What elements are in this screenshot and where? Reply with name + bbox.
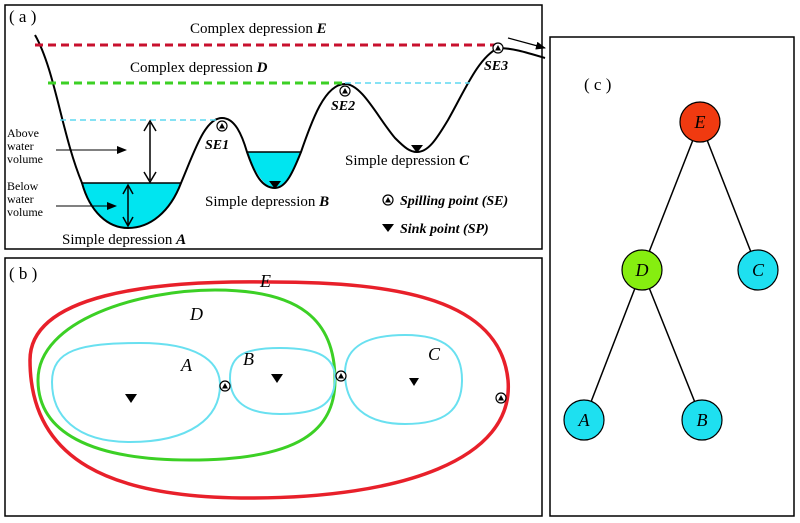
panel-c-label: ( c ) (584, 75, 611, 94)
tree-node-d-label: D (635, 260, 649, 280)
region-c-boundary (343, 333, 464, 426)
simple-depression-a-label: Simple depression A (62, 232, 186, 248)
edge-e-c (699, 121, 759, 271)
edge-e-d (641, 121, 701, 271)
below-volume-arrow-up (122, 183, 134, 195)
map-spilling-se1-icon (219, 380, 231, 392)
region-e-label: E (259, 271, 271, 291)
simple-depression-b-label: Simple depression B (205, 194, 329, 210)
se3-label: SE3 (484, 59, 508, 74)
spilling-point-se2-icon (339, 85, 351, 97)
tree-node-c-label: C (752, 260, 765, 280)
tree-node-a (563, 399, 605, 441)
tree-node-c (737, 249, 779, 291)
simple-depression-c-label: Simple depression C (345, 153, 470, 169)
water-fill-a (81, 183, 181, 228)
map-spilling-se2-icon (335, 370, 347, 382)
panel-b-label: ( b ) (9, 264, 37, 283)
map-sink-a-icon (125, 394, 137, 403)
region-a-label: A (180, 355, 193, 375)
edge-d-a (583, 269, 643, 421)
tree-node-b (681, 399, 723, 441)
legend-spilling-label: Spilling point (SE) (400, 194, 508, 209)
above-water-volume-label: Above water volume (7, 126, 43, 166)
below-water-volume-label: Below water volume (7, 179, 43, 219)
map-sink-c-icon (409, 378, 419, 386)
sink-point-c-icon (411, 145, 423, 153)
region-b-boundary (228, 346, 337, 416)
complex-depression-e-label: Complex depression E (190, 21, 327, 37)
below-volume-arrow-down (122, 216, 134, 228)
panel-a-frame (4, 4, 543, 250)
region-c-label: C (428, 344, 441, 364)
above-volume-arrow-up (143, 119, 157, 132)
outflow-arrow (507, 37, 546, 50)
spilling-point-se3-icon (492, 42, 504, 54)
tree-node-d (621, 249, 663, 291)
region-a-boundary (50, 341, 222, 444)
tree-node-b-label: B (697, 410, 708, 430)
above-volume-arrow-down (143, 171, 157, 184)
panel-b: ( b ) E D A B C (4, 257, 543, 517)
sink-point-b-icon (269, 181, 281, 189)
spilling-point-se1-icon (216, 120, 228, 132)
panel-c-frame (549, 36, 795, 517)
se1-label: SE1 (205, 138, 229, 153)
region-b-label: B (243, 349, 254, 369)
region-e-boundary (28, 280, 510, 500)
region-d-boundary (36, 288, 337, 462)
map-sink-b-icon (271, 374, 283, 383)
complex-depression-d-label: Complex depression D (130, 60, 268, 76)
panel-a: ( a ) Complex depression E (4, 4, 546, 250)
edge-d-b (641, 269, 703, 421)
tree-node-a-label: A (578, 410, 591, 430)
region-d-label: D (189, 304, 203, 324)
legend-spilling-icon (382, 194, 394, 206)
terrain-profile (34, 34, 546, 230)
panel-a-label: ( a ) (9, 7, 36, 26)
se2-label: SE2 (331, 99, 355, 114)
legend-sink-icon (382, 224, 394, 232)
tree-node-e (679, 101, 721, 143)
water-fill-b (247, 152, 301, 188)
map-spilling-se3-icon (495, 392, 507, 404)
panel-c: ( c ) E D C A B (549, 36, 795, 517)
panel-b-frame (4, 257, 543, 517)
legend-sink-label: Sink point (SP) (400, 222, 489, 237)
tree-node-e-label: E (694, 112, 706, 132)
